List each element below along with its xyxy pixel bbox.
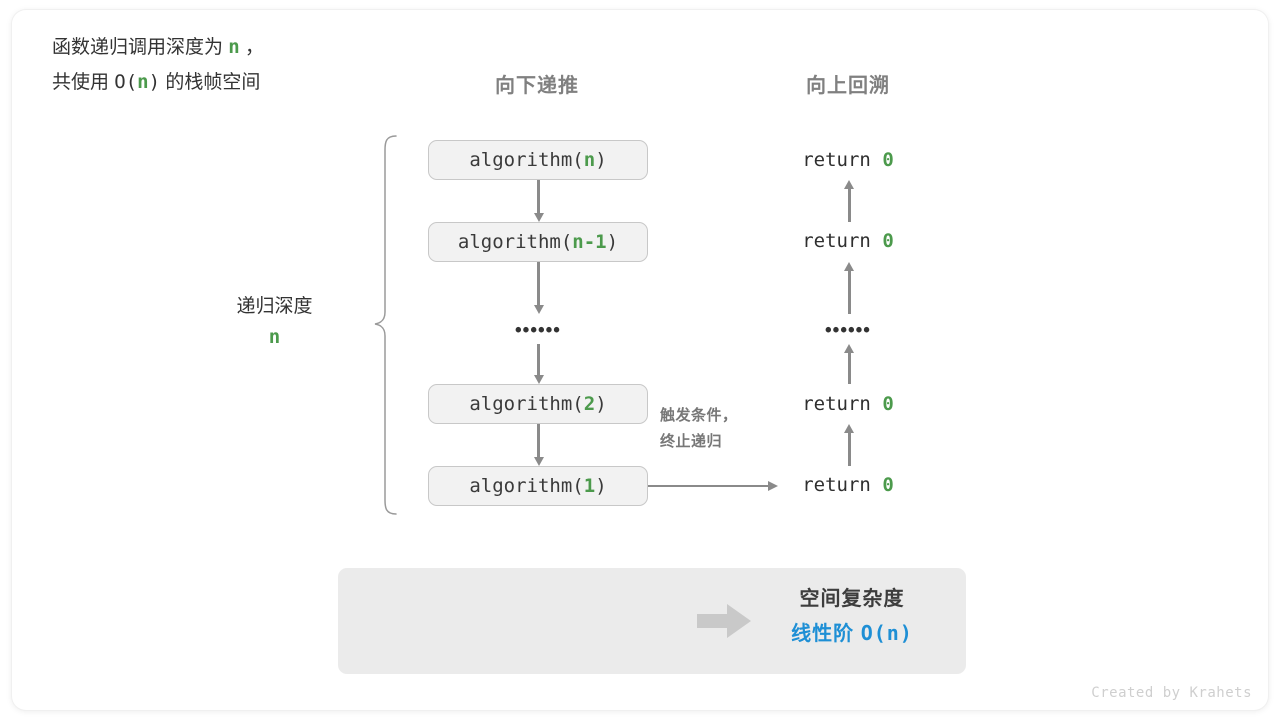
implies-arrow-icon xyxy=(697,602,753,640)
diagram-card: 向下递推 向上回溯 递归深度 n algorithm(n) algorithm(… xyxy=(12,10,1268,710)
call-box-n-minus-1[interactable]: algorithm(n-1) xyxy=(428,222,648,262)
recursion-depth-label: 递归深度 n xyxy=(192,292,357,352)
call-box-prefix: algorithm( xyxy=(469,149,584,171)
call-box-prefix: algorithm( xyxy=(469,393,584,415)
call-box-arg: 2 xyxy=(583,393,596,415)
arrow-down-icon xyxy=(534,424,544,466)
call-box-suffix: ) xyxy=(595,475,607,497)
arrow-head xyxy=(534,213,544,222)
complexity-result: 空间复杂度 线性阶 O(n) xyxy=(754,582,950,651)
column-header-backtrack-up: 向上回溯 xyxy=(806,75,890,97)
return-statement-0: return 0 xyxy=(738,149,958,171)
summary-bigo-close: ) xyxy=(148,71,161,93)
summary-line2-b: 的栈帧空间 xyxy=(160,72,261,93)
arrow-up-icon xyxy=(844,262,855,314)
return-value: 0 xyxy=(882,149,894,171)
return-keyword: return xyxy=(802,474,883,496)
summary-line2-a: 共使用 xyxy=(52,72,115,93)
return-keyword: return xyxy=(802,393,883,415)
summary-line1-n: n xyxy=(228,36,240,58)
call-box-prefix: algorithm( xyxy=(457,231,573,253)
return-value: 0 xyxy=(882,474,894,496)
call-box-1[interactable]: algorithm(1) xyxy=(428,466,648,506)
arrow-shaft xyxy=(648,484,768,488)
call-box-n[interactable]: algorithm(n) xyxy=(428,140,648,180)
call-box-prefix: algorithm( xyxy=(469,475,584,497)
return-statement-1: return 0 xyxy=(738,230,958,252)
summary-panel xyxy=(338,568,966,674)
complexity-value: 线性阶 O(n) xyxy=(754,616,950,651)
arrow-up-icon xyxy=(844,180,855,222)
arrow-head xyxy=(844,262,854,271)
call-box-arg: n-1 xyxy=(572,231,607,253)
summary-line2-n: n xyxy=(137,71,149,93)
arrow-head xyxy=(534,305,544,314)
arrow-shaft xyxy=(848,433,851,466)
termination-note: 触发条件， 终止递归 xyxy=(660,403,790,455)
summary-line-1: 函数递归调用深度为 n ， xyxy=(52,30,264,65)
summary-line1-b: ， xyxy=(239,37,265,58)
summary-line-2: 共使用 O(n) 的栈帧空间 xyxy=(52,65,264,100)
arrow-down-icon xyxy=(534,262,544,314)
complexity-bigo: O(n) xyxy=(860,621,913,645)
termination-note-line2: 终止递归 xyxy=(660,433,723,450)
return-statement-2: return 0 xyxy=(738,393,958,415)
arrow-down-icon xyxy=(534,344,544,384)
call-box-suffix: ) xyxy=(606,231,619,253)
arrow-shaft xyxy=(537,262,540,305)
call-box-arg: n xyxy=(583,149,596,171)
arrow-head xyxy=(534,457,544,466)
arrow-down-icon xyxy=(534,180,544,222)
arrow-head xyxy=(768,481,778,491)
arrow-shaft xyxy=(537,344,540,375)
complexity-order-label: 线性阶 xyxy=(791,623,861,645)
call-box-suffix: ) xyxy=(595,393,607,415)
arrow-head xyxy=(844,424,854,433)
arrow-shaft xyxy=(537,180,540,213)
summary-text: 函数递归调用深度为 n ， 共使用 O(n) 的栈帧空间 xyxy=(52,30,264,100)
ellipsis-left: •••••• xyxy=(515,320,561,341)
termination-note-line1: 触发条件， xyxy=(660,407,738,424)
call-box-2[interactable]: algorithm(2) xyxy=(428,384,648,424)
arrow-shaft xyxy=(848,189,851,222)
column-header-recurse-down: 向下递推 xyxy=(495,75,579,97)
return-keyword: return xyxy=(802,149,883,171)
arrow-shaft xyxy=(848,271,851,314)
call-box-arg: 1 xyxy=(583,475,596,497)
arrow-shaft xyxy=(848,353,851,384)
return-statement-3: return 0 xyxy=(738,474,958,496)
arrow-up-icon xyxy=(844,344,855,384)
complexity-title: 空间复杂度 xyxy=(799,588,905,610)
arrow-head xyxy=(534,375,544,384)
summary-line1-a: 函数递归调用深度为 xyxy=(52,37,229,58)
recursion-depth-text: 递归深度 xyxy=(236,296,313,317)
arrow-shaft xyxy=(537,424,540,457)
arrow-up-icon xyxy=(844,424,855,466)
arrow-right-icon xyxy=(648,480,780,492)
call-box-suffix: ) xyxy=(595,149,607,171)
recursion-depth-brace xyxy=(370,134,400,521)
arrow-head xyxy=(844,344,854,353)
credit-text: Created by Krahets xyxy=(1091,685,1252,701)
return-value: 0 xyxy=(882,393,894,415)
arrow-head xyxy=(844,180,854,189)
return-value: 0 xyxy=(882,230,894,252)
recursion-depth-value: n xyxy=(268,326,281,348)
return-keyword: return xyxy=(802,230,883,252)
summary-bigo-open: O( xyxy=(114,71,138,93)
ellipsis-right: •••••• xyxy=(825,320,871,341)
